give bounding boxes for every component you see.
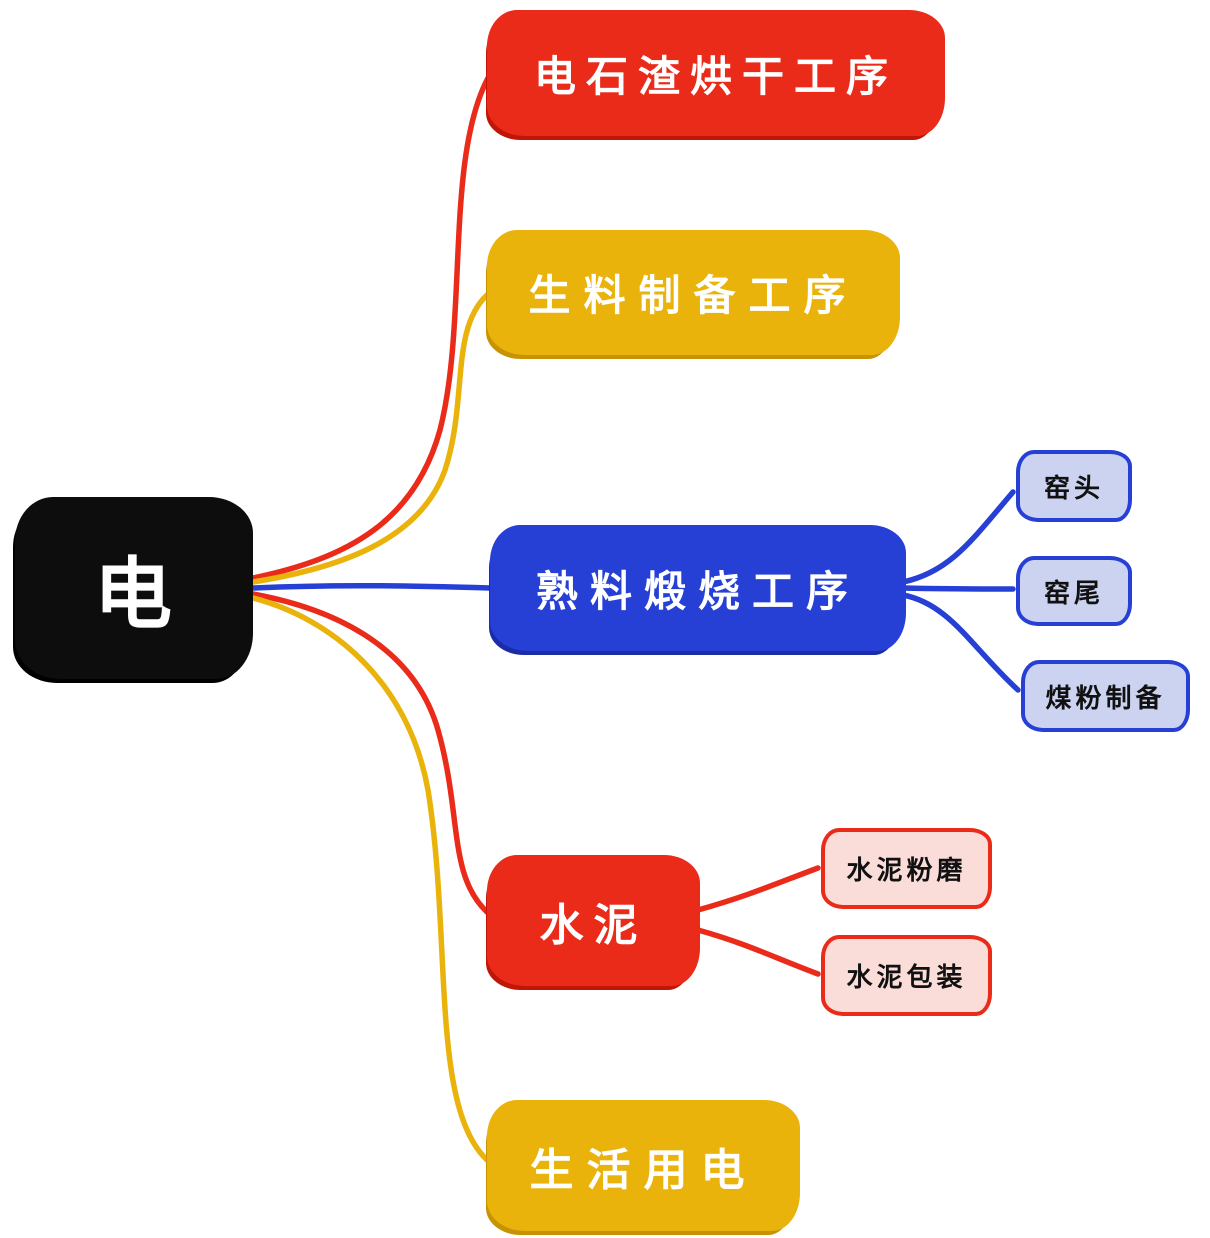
edge-clinker-to-kiln-tail — [900, 585, 1016, 592]
node-kiln-tail[interactable]: 窑尾 — [1016, 556, 1132, 626]
node-carbide-slag-drying-label: 电石渣烘干工序 — [533, 51, 898, 101]
node-coal-powder-preparation-label: 煤粉制备 — [1045, 683, 1166, 714]
node-cement-packing[interactable]: 水泥包装 — [821, 935, 992, 1016]
node-carbide-slag-drying[interactable]: 电石渣烘干工序 — [487, 10, 945, 136]
node-root-electricity[interactable]: 电 — [15, 497, 253, 679]
node-root-label: 电 — [93, 550, 174, 640]
node-cement-packing-label: 水泥包装 — [846, 963, 967, 993]
node-kiln-head-label: 窑头 — [1043, 473, 1104, 504]
node-cement-grinding[interactable]: 水泥粉磨 — [821, 828, 992, 909]
edge-root-to-raw-meal — [250, 292, 490, 585]
node-cement-grinding-label: 水泥粉磨 — [846, 856, 967, 886]
edge-root-to-domestic — [250, 595, 490, 1163]
edge-clinker-to-coal-prep — [900, 592, 1021, 693]
edge-root-to-clinker — [250, 582, 493, 591]
edge-cement-to-grinding — [695, 865, 821, 913]
node-kiln-tail-label: 窑尾 — [1043, 578, 1104, 609]
node-raw-meal-preparation-label: 生料制备工序 — [528, 271, 859, 320]
node-cement-label: 水泥 — [539, 899, 648, 951]
edge-root-to-dryer — [250, 75, 491, 581]
edge-cement-to-packing — [695, 927, 821, 977]
node-domestic-electricity-label: 生活用电 — [529, 1144, 758, 1196]
node-kiln-head[interactable]: 窑头 — [1016, 450, 1132, 522]
node-raw-meal-preparation[interactable]: 生料制备工序 — [487, 230, 900, 355]
edge-clinker-to-kiln-head — [900, 489, 1016, 585]
node-clinker-calcination-label: 熟料煅烧工序 — [535, 566, 860, 616]
node-coal-powder-preparation[interactable]: 煤粉制备 — [1021, 660, 1190, 732]
edge-root-to-cement — [250, 591, 490, 915]
node-clinker-calcination[interactable]: 熟料煅烧工序 — [490, 525, 906, 651]
node-cement[interactable]: 水泥 — [487, 855, 700, 986]
node-domestic-electricity[interactable]: 生活用电 — [487, 1100, 800, 1231]
